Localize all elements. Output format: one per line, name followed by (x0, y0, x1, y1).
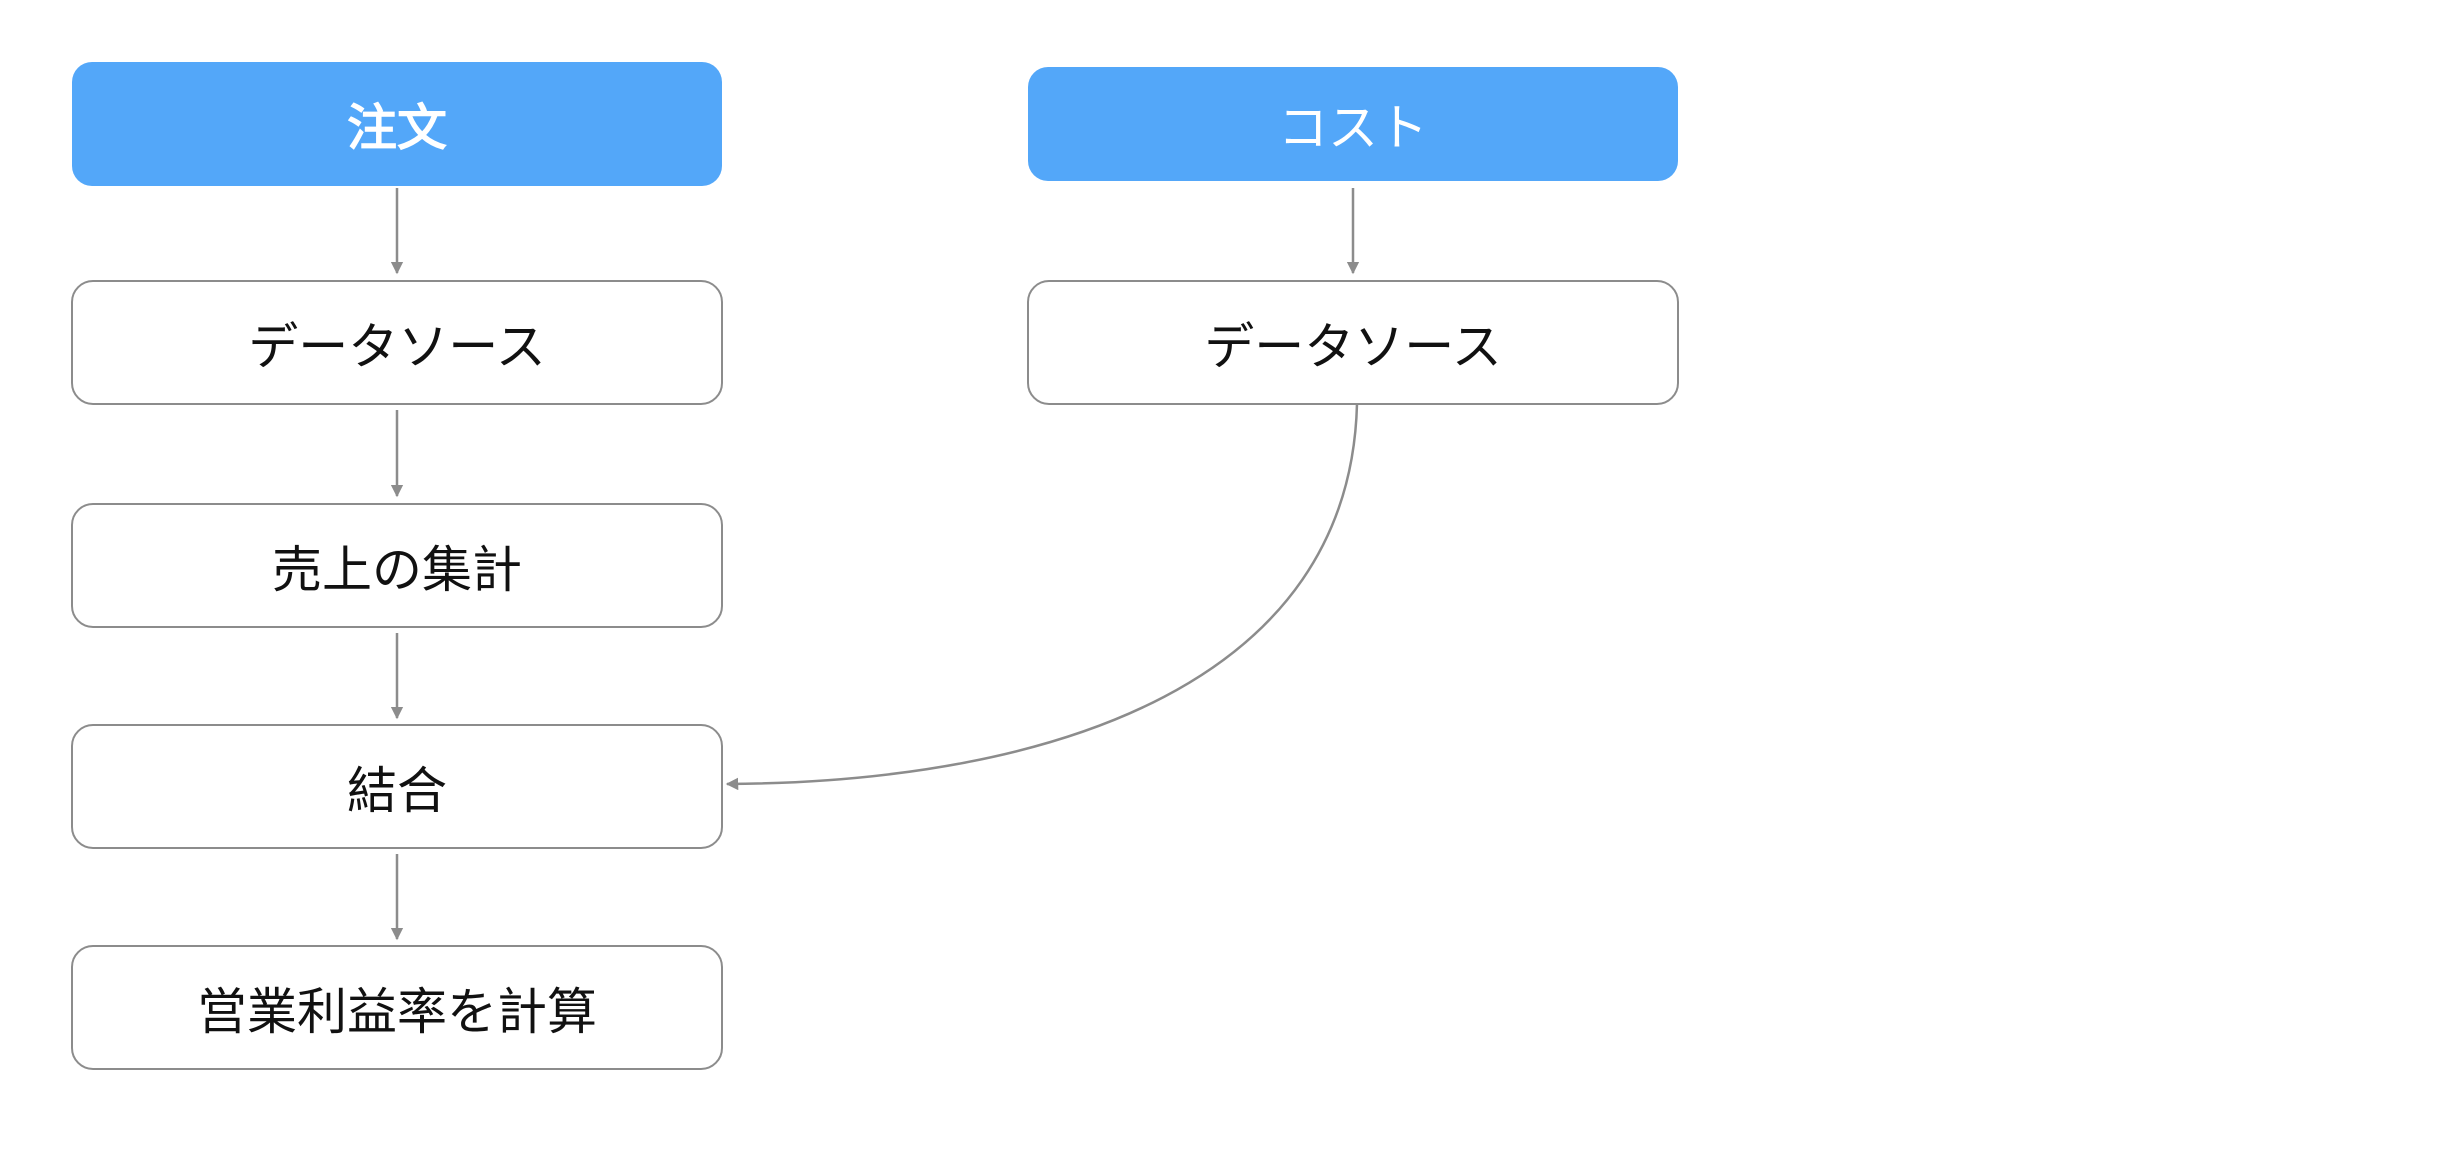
orders-datasource-node[interactable]: データソース (71, 280, 723, 405)
calc-margin-node[interactable]: 営業利益率を計算 (71, 945, 723, 1070)
costs-source-node[interactable]: コスト (1028, 67, 1678, 181)
orders-source-label: 注文 (347, 99, 447, 157)
costs-source-label: コスト (1278, 99, 1428, 157)
orders-source-node[interactable]: 注文 (72, 62, 722, 186)
join-label: 結合 (347, 761, 447, 820)
join-node[interactable]: 結合 (71, 724, 723, 849)
calc-margin-label: 営業利益率を計算 (197, 982, 597, 1041)
costs-datasource-node[interactable]: データソース (1027, 280, 1679, 405)
aggregate-sales-node[interactable]: 売上の集計 (71, 503, 723, 628)
aggregate-sales-label: 売上の集計 (272, 540, 522, 599)
costs-datasource-label: データソース (1204, 317, 1502, 376)
orders-datasource-label: データソース (248, 317, 546, 376)
arrow-cost-datasource-to-join (725, 403, 1359, 791)
